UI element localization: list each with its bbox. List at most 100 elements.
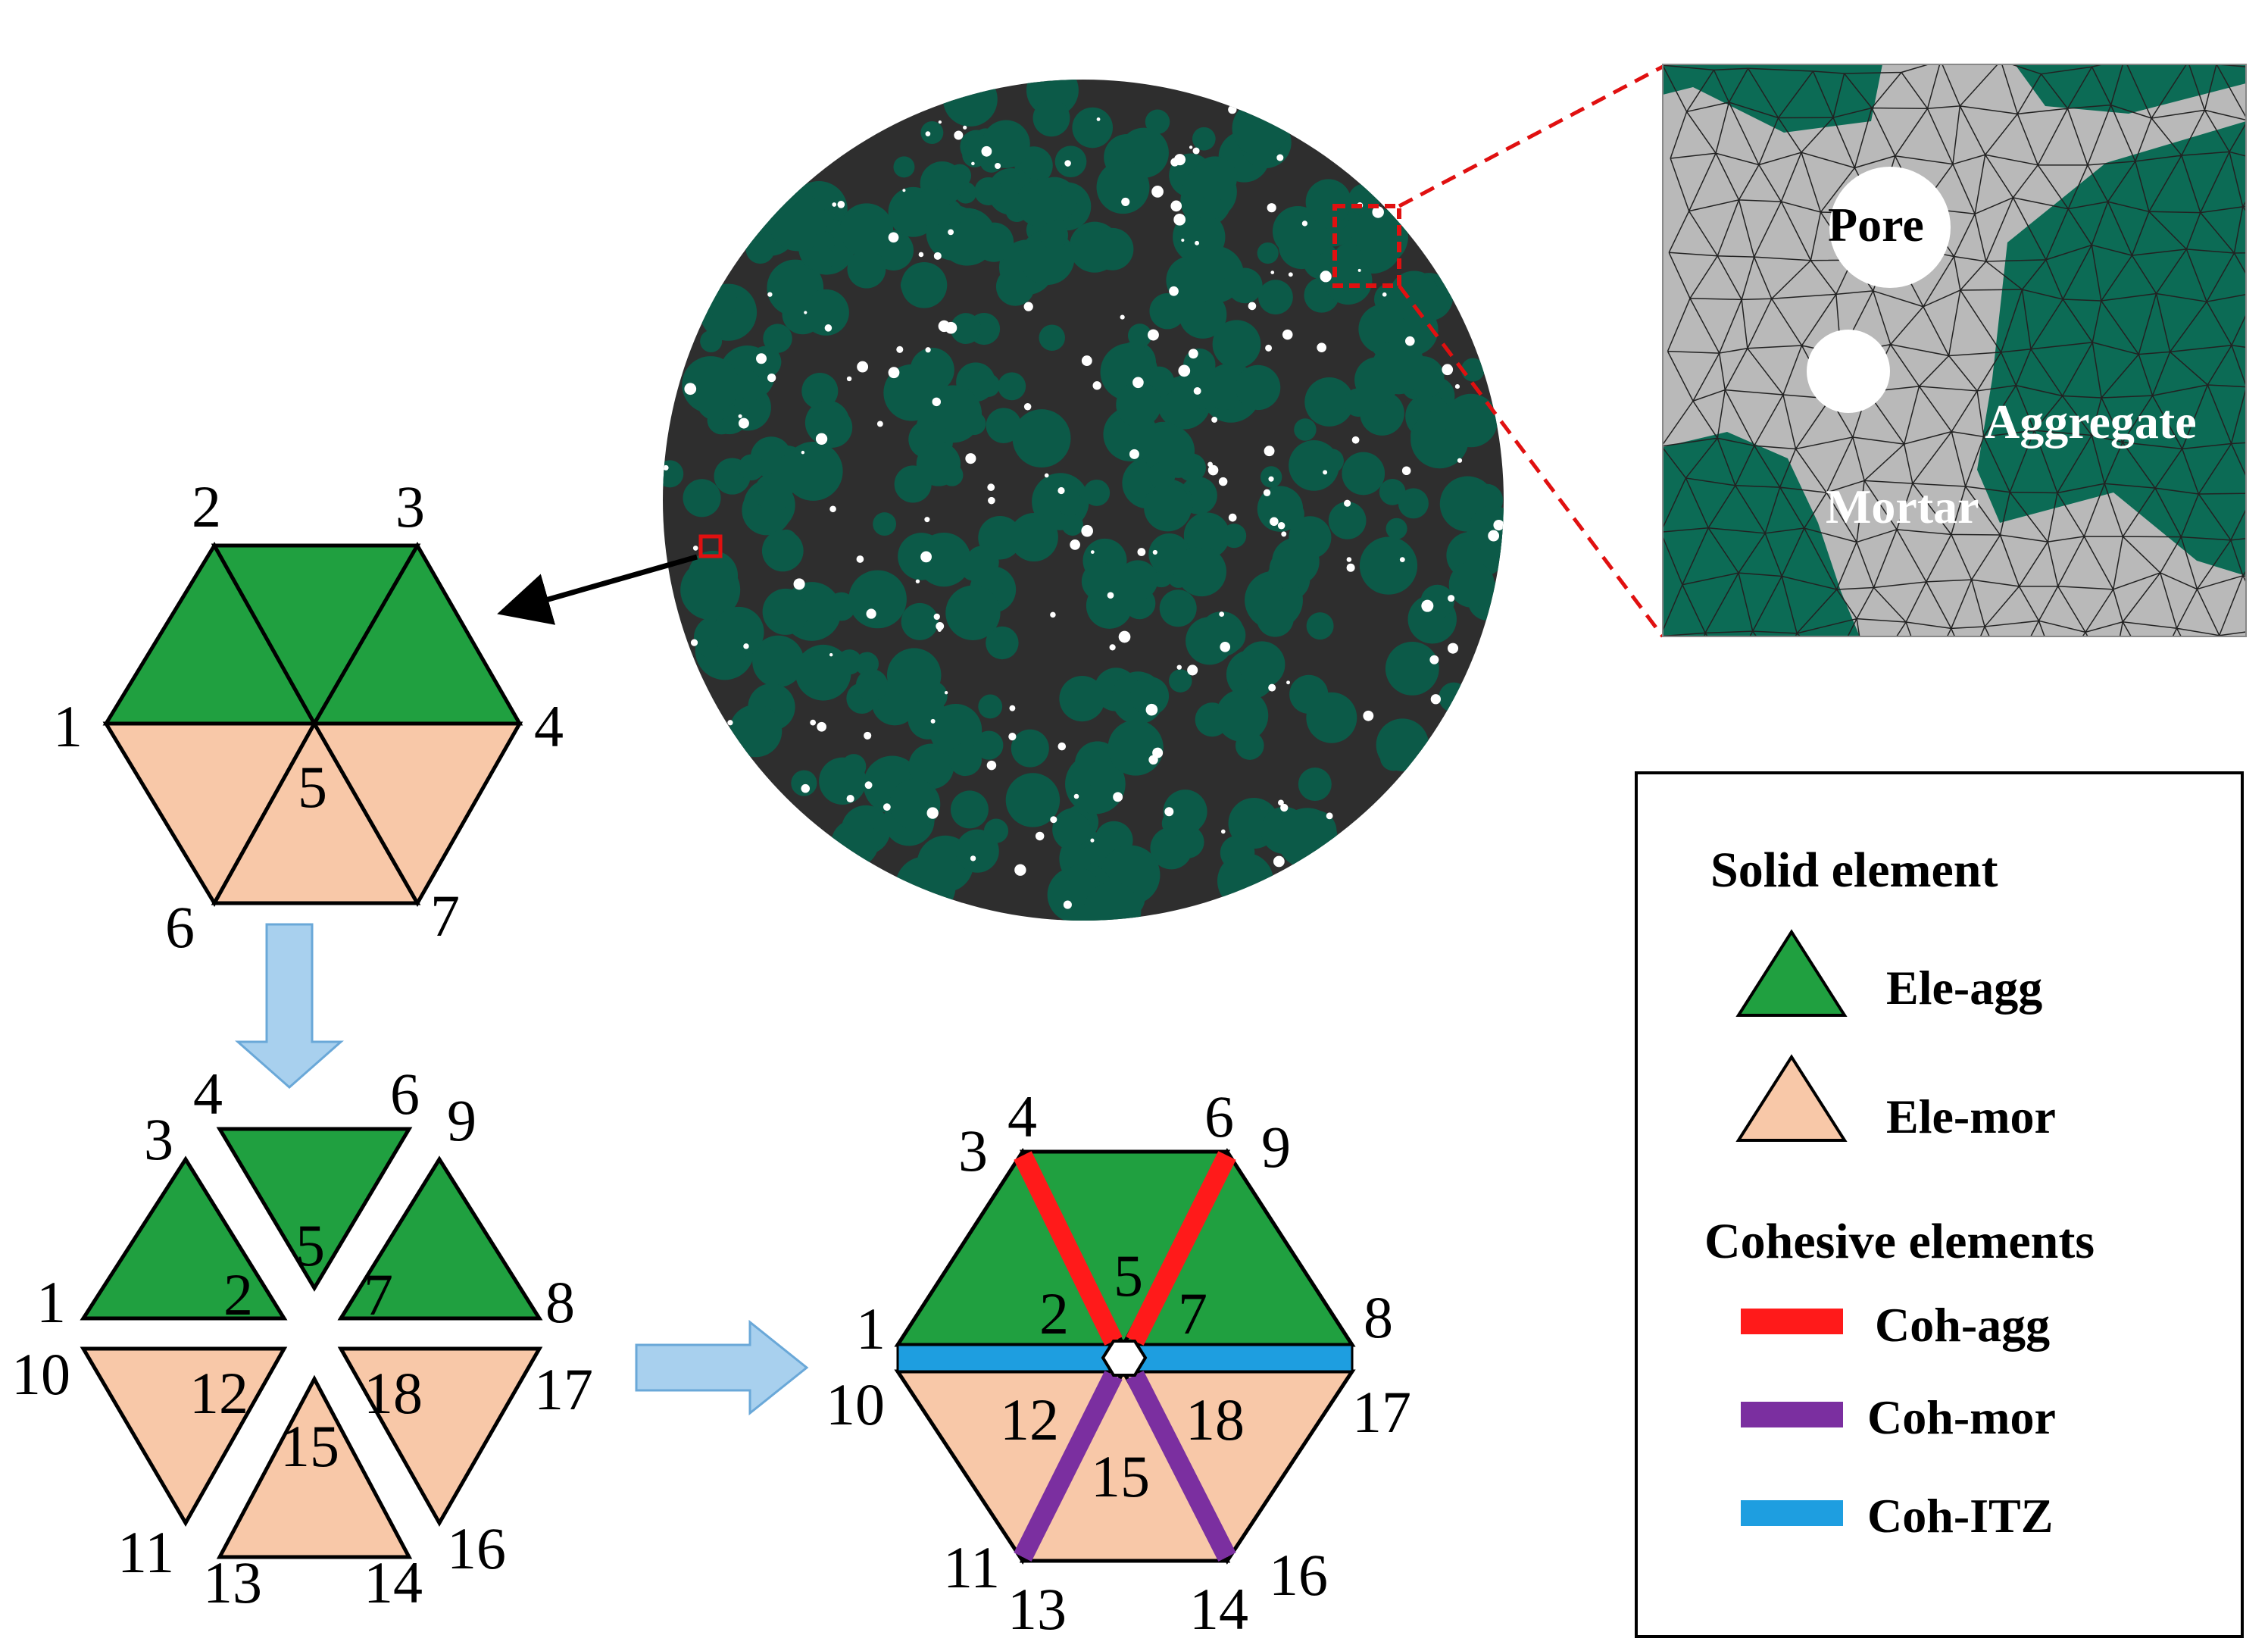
pore <box>902 189 906 192</box>
aggregate-particle <box>1032 99 1070 137</box>
node-label: 15 <box>280 1413 339 1479</box>
pore <box>915 579 920 583</box>
aggregate-particle <box>945 585 1001 640</box>
pore <box>767 292 773 297</box>
pore <box>1057 486 1065 495</box>
pore <box>981 145 992 157</box>
pore-label: Pore <box>1828 198 1924 252</box>
pore <box>954 130 964 140</box>
aggregate-particle <box>1359 536 1418 595</box>
pore <box>801 783 811 793</box>
aggregate-region-right <box>1977 121 2246 576</box>
node-label: 3 <box>395 474 425 539</box>
node-label: 1 <box>856 1296 886 1362</box>
pore <box>920 551 932 563</box>
aggregate-particle <box>908 743 954 790</box>
pore <box>1014 864 1026 876</box>
aggregate-particle <box>1107 720 1164 776</box>
aggregate-particle <box>893 156 915 178</box>
aggregate-particle <box>1216 689 1269 742</box>
aggregate-particle <box>1294 418 1317 441</box>
pore <box>1268 476 1274 482</box>
pore <box>1063 900 1072 909</box>
aggregate-particle <box>982 120 1030 168</box>
node-label: 2 <box>1039 1280 1069 1346</box>
aggregate-particle <box>1091 227 1134 270</box>
aggregate-particle <box>1009 513 1058 562</box>
pore <box>888 367 900 379</box>
pore <box>1278 799 1284 806</box>
hexagon-split-elements: 1 2 3 4 5 6 7 8 9 10 11 12 13 14 15 16 1… <box>11 1061 593 1615</box>
aggregate-region-left <box>1663 432 1860 636</box>
aggregate-particle <box>1235 731 1264 760</box>
node-label: 8 <box>1364 1284 1393 1350</box>
pore <box>1404 336 1415 346</box>
pore <box>1301 220 1308 227</box>
pore-large <box>1829 167 1951 288</box>
pore <box>876 421 883 427</box>
pore <box>883 803 891 811</box>
pore <box>756 353 767 364</box>
aggregate-particle <box>713 606 764 658</box>
zoom-region-box <box>1332 204 1401 288</box>
aggregate-particle <box>976 374 1000 397</box>
aggregate-particle <box>1039 220 1069 250</box>
legend-coh-mor-swatch <box>1741 1402 1843 1427</box>
pore <box>1442 364 1454 376</box>
aggregate-particle <box>761 530 804 572</box>
coh-agg-band <box>1014 1151 1123 1346</box>
node-label: 14 <box>1189 1576 1248 1642</box>
node-label: 17 <box>1352 1379 1411 1445</box>
coh-mor-band <box>1126 1371 1236 1562</box>
pore <box>948 229 954 236</box>
pore <box>1281 531 1287 537</box>
aggregate-particle <box>1328 502 1367 539</box>
node-label: 1 <box>36 1269 66 1335</box>
ele-mor-triangle <box>337 1346 543 1527</box>
pore <box>1430 694 1442 705</box>
aggregate-particle <box>889 778 941 830</box>
aggregate-particle <box>782 293 823 335</box>
element-region-marker <box>698 534 723 558</box>
pore <box>1220 829 1226 834</box>
pore <box>925 347 931 353</box>
pore <box>1107 592 1114 599</box>
aggregate-particle <box>700 330 723 352</box>
pore <box>1147 329 1159 341</box>
pore <box>1164 807 1174 817</box>
ele-agg-triangle <box>337 1155 543 1321</box>
pore <box>1121 197 1130 206</box>
ele-mor-triangle <box>216 1374 413 1559</box>
aggregate-particle <box>738 454 765 481</box>
pore <box>824 324 833 332</box>
node-label: 12 <box>189 1360 248 1426</box>
aggregate-particle <box>950 790 989 829</box>
node-label: 4 <box>193 1061 223 1127</box>
aggregate-particle <box>1257 486 1304 532</box>
pore <box>1263 489 1271 497</box>
pore <box>793 578 805 590</box>
mesh-edges <box>1663 64 2246 636</box>
center-node <box>1101 1340 1148 1377</box>
pore <box>1129 449 1139 459</box>
aggregate-particle <box>752 635 804 688</box>
pore <box>1399 557 1405 563</box>
pore <box>1070 539 1080 550</box>
legend-coh-agg-swatch <box>1741 1309 1843 1334</box>
pore <box>1288 272 1293 277</box>
aggregate-particle <box>965 546 999 580</box>
pore <box>936 621 945 630</box>
legend-ele-mor-label: Ele-mor <box>1886 1090 2056 1143</box>
aggregate-particle <box>1342 452 1385 496</box>
aggregate-particle <box>1306 612 1334 640</box>
aggregate-particle <box>1055 811 1091 847</box>
aggregate-label: Aggregate <box>1985 395 2197 449</box>
pore <box>1189 145 1193 149</box>
aggregate-particle <box>948 743 982 777</box>
pore <box>1081 355 1092 367</box>
pore <box>1270 270 1275 274</box>
aggregate-particle <box>1145 109 1170 134</box>
pore <box>1282 329 1293 340</box>
pore <box>1346 557 1352 562</box>
pore <box>933 252 942 260</box>
